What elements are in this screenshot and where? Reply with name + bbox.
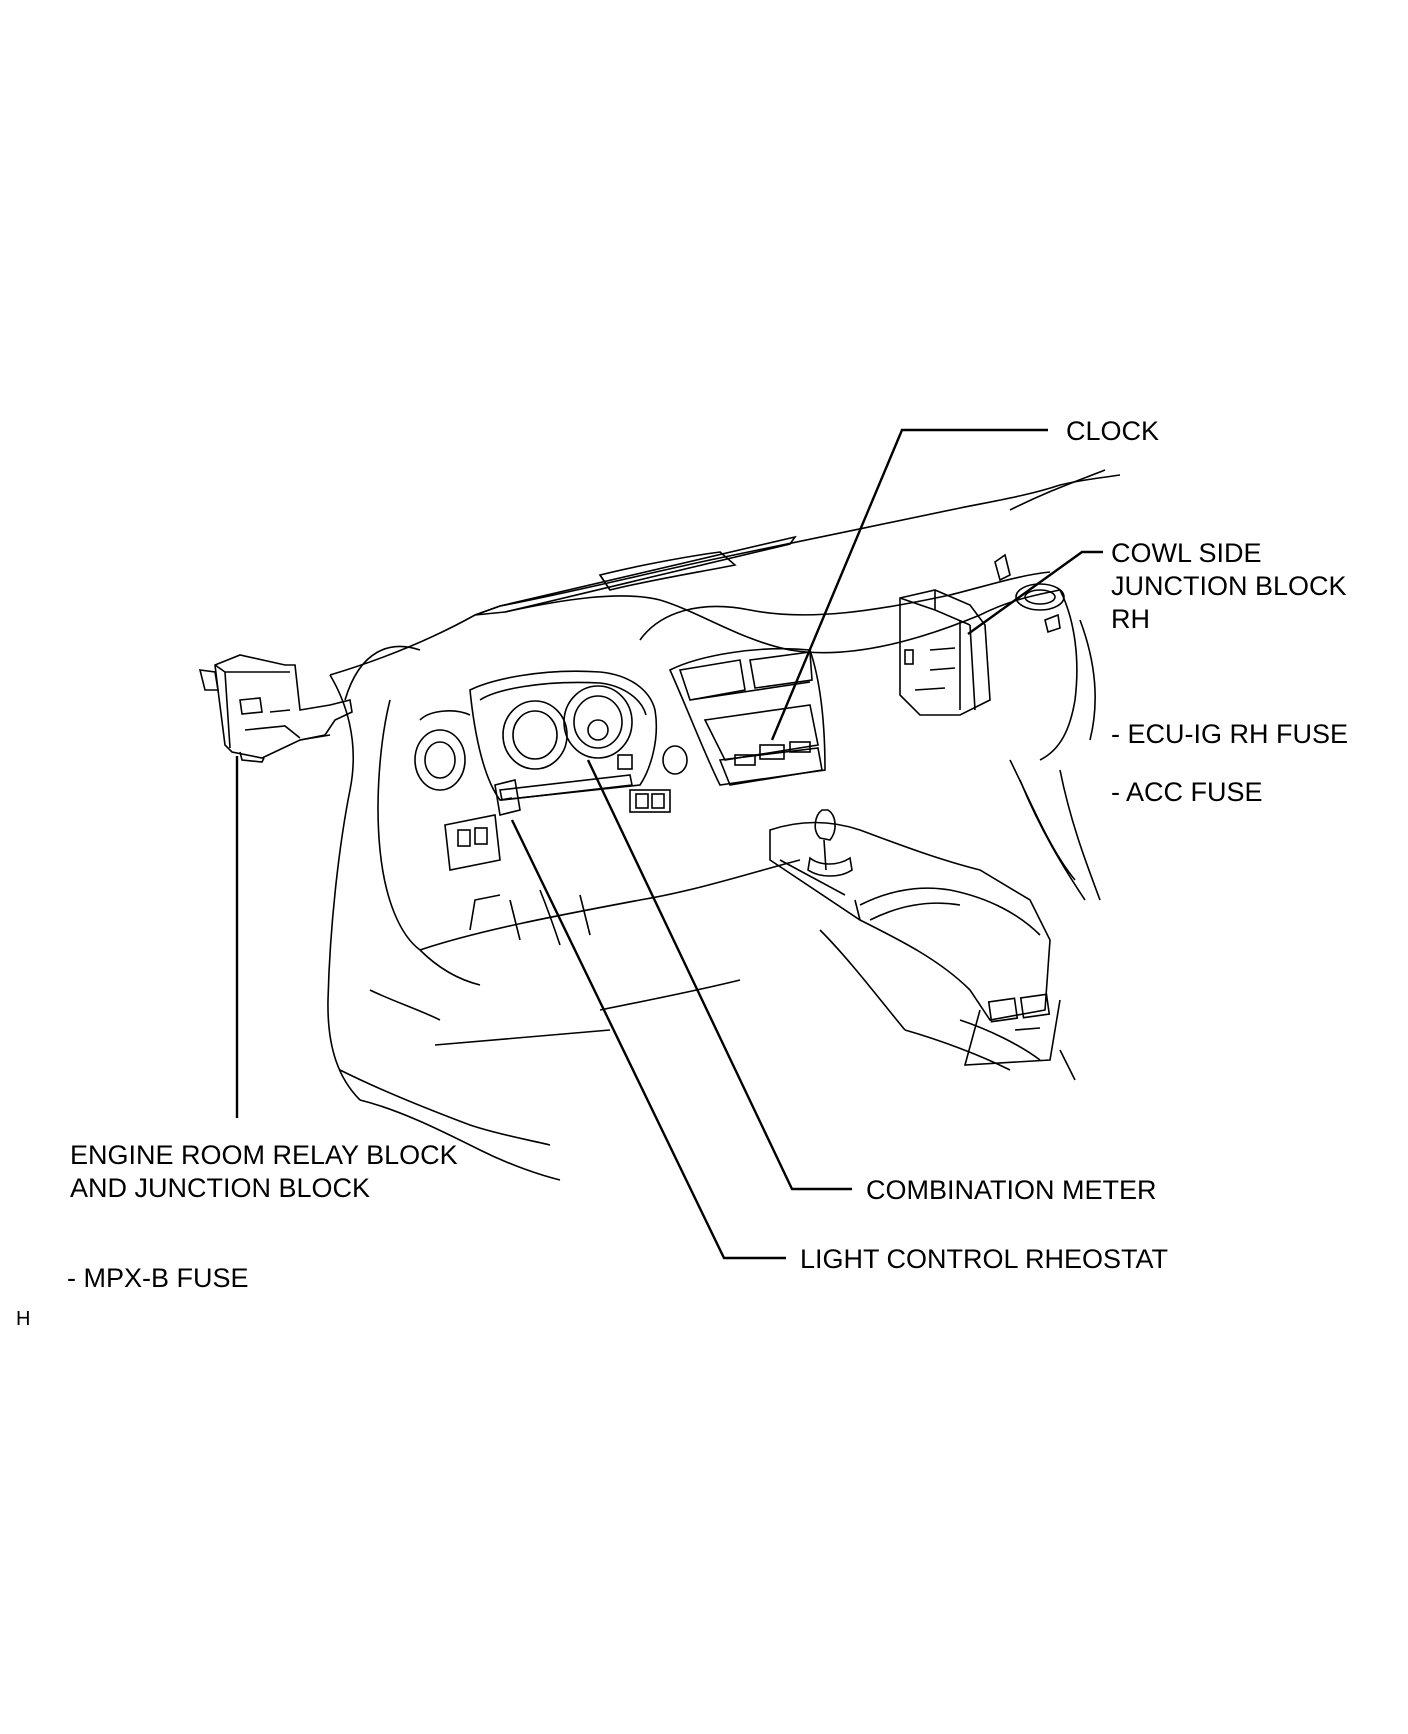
engine-room-relay-block-illustration xyxy=(198,654,353,763)
dashboard-illustration xyxy=(327,469,1121,1181)
combination-meter-leader-line xyxy=(586,759,852,1191)
clock-label: CLOCK xyxy=(1066,416,1159,446)
clock-leader-line xyxy=(770,428,1048,741)
combination-meter-label: COMBINATION METER xyxy=(866,1175,1157,1205)
labels: CLOCK COWL SIDE JUNCTION BLOCK RH - ECU-… xyxy=(16,416,1348,1330)
engine-room-label-line1: ENGINE ROOM RELAY BLOCK xyxy=(70,1140,458,1170)
leader-lines xyxy=(235,428,1103,1260)
ecu-ig-rh-fuse-label: - ECU-IG RH FUSE xyxy=(1111,719,1348,749)
cowl-side-label-line2: JUNCTION BLOCK xyxy=(1111,571,1347,601)
cowl-side-label-line1: COWL SIDE xyxy=(1111,538,1262,568)
cowl-side-label-line3: RH xyxy=(1111,604,1150,634)
cowl-side-junction-block-illustration xyxy=(899,589,991,716)
light-control-rheostat-leader-line xyxy=(510,819,786,1260)
acc-fuse-label: - ACC FUSE xyxy=(1111,777,1263,807)
engine-room-label-line2: AND JUNCTION BLOCK xyxy=(70,1173,370,1203)
corner-mark: H xyxy=(16,1308,30,1330)
light-control-rheostat-label: LIGHT CONTROL RHEOSTAT xyxy=(800,1244,1168,1274)
cowl-side-leader-line xyxy=(967,550,1103,635)
mpx-b-fuse-label: - MPX-B FUSE xyxy=(67,1263,249,1293)
